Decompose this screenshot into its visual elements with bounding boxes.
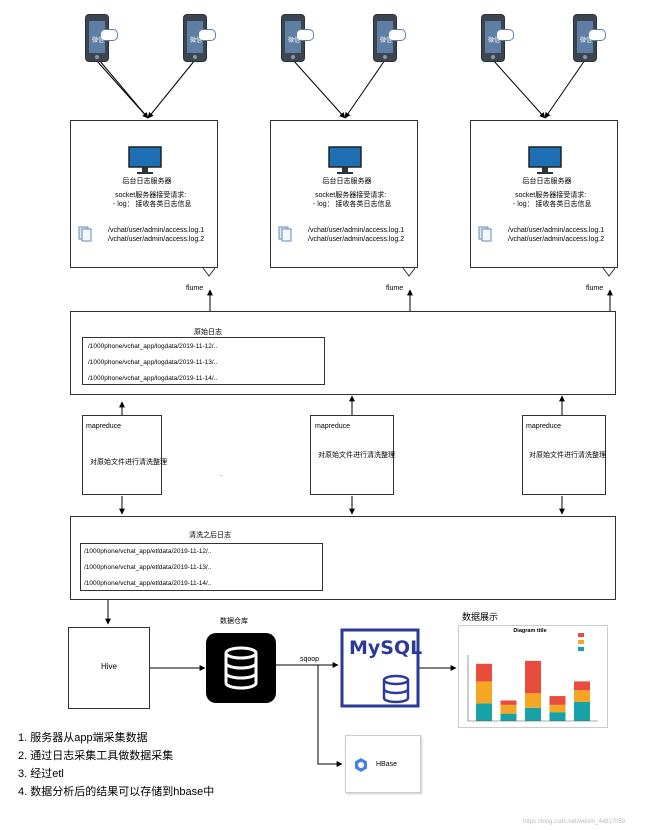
- chart-bar-segment: [549, 696, 566, 705]
- server-log-path-1: /vchat/user/admin/access.log.1: [308, 227, 405, 234]
- server-log-path-1: /vchat/user/admin/access.log.1: [108, 227, 205, 234]
- mapreduce-box: [310, 415, 394, 495]
- database-icon: [206, 633, 276, 703]
- server-log-path-2: /vchat/user/admin/access.log.2: [308, 236, 405, 243]
- server-desc-line2: - log： 接收各类日志信息: [113, 201, 192, 208]
- chart-bar-segment: [574, 690, 590, 702]
- mapreduce-title: mapreduce: [315, 423, 351, 430]
- server-desc-line1: socket服务器接受请求:: [315, 192, 387, 199]
- note-item: 2. 通过日志采集工具做数据采集: [18, 750, 174, 762]
- log-server-box: [70, 120, 218, 268]
- server-desc-line1: socket服务器接受请求:: [115, 192, 187, 199]
- hbase-icon: [355, 758, 367, 772]
- chart-bar-segment: [549, 704, 566, 713]
- phone-icon: 微信: [373, 14, 406, 62]
- clean-log-path: /1000phone/vchat_app/etldata/2019-11-12/…: [84, 548, 212, 555]
- server-log-path-2: /vchat/user/admin/access.log.2: [508, 236, 605, 243]
- phone-icon: 微信: [481, 14, 514, 62]
- raw-log-title: 原始日志: [194, 329, 222, 336]
- server-title: 后台日志服务器: [322, 178, 372, 185]
- clean-log-path: /1000phone/vchat_app/etldata/2019-11-13/…: [84, 564, 212, 571]
- clean-log-path-list: [80, 543, 323, 591]
- watermark: https://blog.csdn.net/weixin_44817059: [523, 819, 626, 825]
- mysql-label: MySQL: [349, 637, 423, 659]
- dot-mark: .: [220, 471, 222, 478]
- chart-bar-segment: [525, 693, 541, 708]
- server-desc-line2: - log： 接收各类日志信息: [313, 201, 392, 208]
- mapreduce-box: [522, 415, 606, 495]
- mapreduce-desc: 对原始文件进行清洗整理: [318, 452, 395, 459]
- chart-bar-segment: [476, 703, 492, 721]
- chart-bar-segment: [549, 712, 566, 721]
- raw-log-path-list: [82, 337, 325, 385]
- chart-bar-segment: [525, 707, 541, 721]
- monitor-icon: [328, 146, 362, 174]
- chart-bar-segment: [574, 681, 590, 691]
- chart-title: Diagram title: [513, 628, 547, 634]
- monitor-icon: [128, 146, 162, 174]
- note-item: 1. 服务器从app端采集数据: [18, 732, 148, 744]
- note-item: 3. 经过etl: [18, 768, 64, 780]
- chart-bar-segment: [500, 704, 517, 714]
- server-desc-line1: socket服务器接受请求:: [515, 192, 587, 199]
- raw-log-path: /1000phone/vchat_app/logdata/2019-11-14/…: [88, 375, 218, 382]
- chart-bar-segment: [476, 681, 492, 704]
- mysql-icon: [340, 628, 420, 708]
- chart-bar-segment: [500, 713, 517, 721]
- mapreduce-desc: 对原始文件进行清洗整理: [90, 459, 167, 466]
- legend-swatch: [578, 647, 584, 651]
- server-title: 后台日志服务器: [122, 178, 172, 185]
- server-log-path-2: /vchat/user/admin/access.log.2: [108, 236, 205, 243]
- sqoop-label: sqoop: [300, 656, 320, 663]
- mapreduce-title: mapreduce: [86, 423, 122, 430]
- warehouse-label: 数据仓库: [220, 618, 248, 625]
- phone-icon: 微信: [281, 14, 314, 62]
- chart-bar-segment: [574, 701, 590, 721]
- display-label: 数据展示: [462, 612, 499, 622]
- clean-log-title: 清洗之后日志: [189, 532, 231, 539]
- chart-plot: [467, 633, 598, 722]
- phone-icon: 微信: [85, 14, 118, 62]
- hive-label: Hive: [101, 662, 118, 671]
- flume-label: flume: [386, 285, 404, 292]
- chart-bar-segment: [525, 660, 541, 694]
- server-title: 后台日志服务器: [522, 178, 572, 185]
- server-log-path-1: /vchat/user/admin/access.log.1: [508, 227, 605, 234]
- phone-icon: 微信: [183, 14, 216, 62]
- note-item: 4. 数据分析后的结果可以存储到hbase中: [18, 786, 215, 798]
- chart-bar-segment: [500, 700, 517, 705]
- legend-swatch: [578, 633, 584, 637]
- hbase-label: HBase: [376, 761, 398, 768]
- phone-icon: 微信: [573, 14, 606, 62]
- log-server-box: [270, 120, 418, 268]
- hive-box: [68, 627, 150, 709]
- clean-log-path: /1000phone/vchat_app/etldata/2019-11-14/…: [84, 580, 212, 587]
- document-icon: [78, 226, 92, 242]
- mapreduce-desc: 对原始文件进行清洗整理: [529, 452, 606, 459]
- flume-label: flume: [186, 285, 204, 292]
- server-desc-line2: - log： 接收各类日志信息: [513, 201, 592, 208]
- raw-log-path: /1000phone/vchat_app/logdata/2019-11-12/…: [88, 343, 218, 350]
- mapreduce-title: mapreduce: [526, 423, 562, 430]
- chart-bar-segment: [476, 663, 492, 682]
- log-server-box: [470, 120, 618, 268]
- document-icon: [478, 226, 492, 242]
- mapreduce-box: [82, 415, 162, 495]
- raw-log-path: /1000phone/vchat_app/logdata/2019-11-13/…: [88, 359, 218, 366]
- server-tab-marks: [202, 267, 616, 277]
- monitor-icon: [528, 146, 562, 174]
- legend-swatch: [578, 640, 584, 644]
- document-icon: [278, 226, 292, 242]
- flume-label: flume: [586, 285, 604, 292]
